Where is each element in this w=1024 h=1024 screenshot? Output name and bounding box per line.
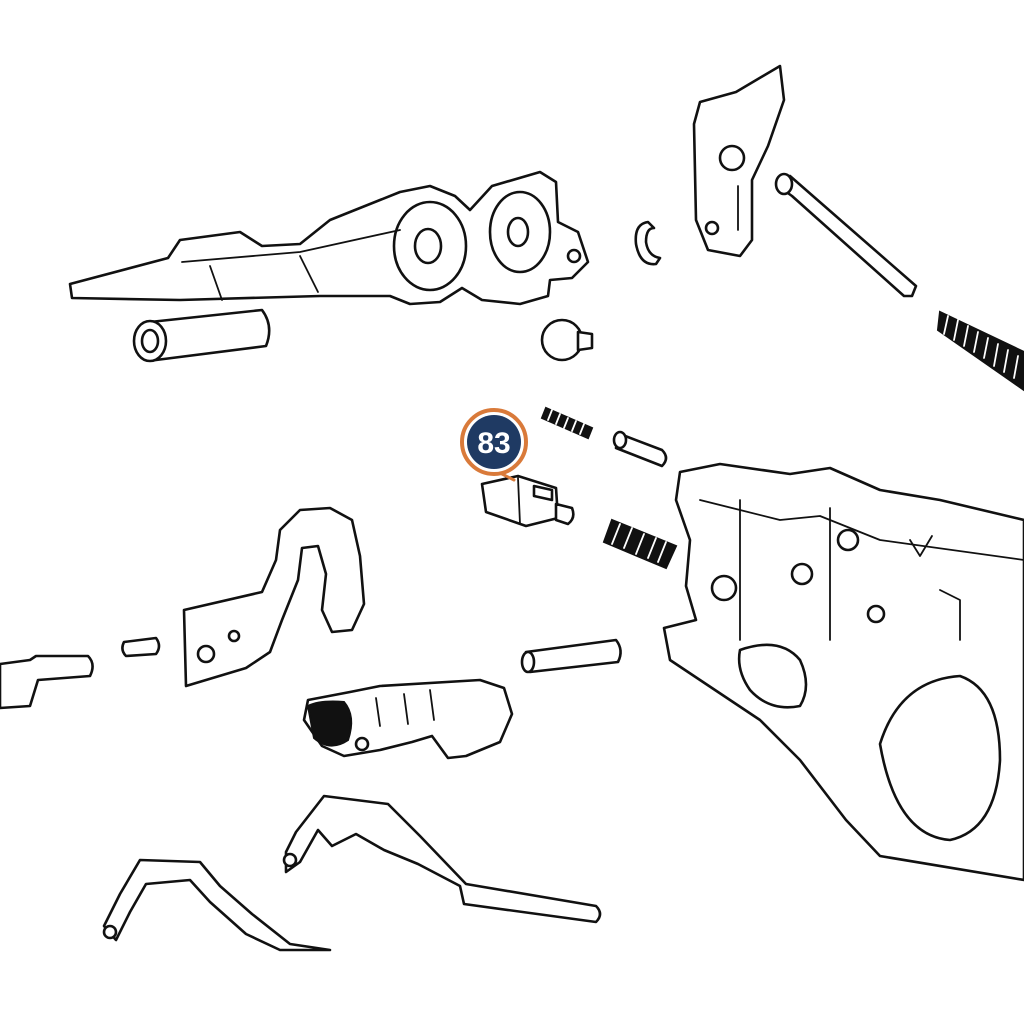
small-pin-center: [612, 430, 668, 468]
coil-spring-large: [936, 310, 1024, 392]
linkage-bar-low: [102, 858, 332, 952]
callout-number: 83: [477, 427, 510, 460]
safety-lever: [302, 678, 514, 760]
pin-left-large: [0, 654, 94, 710]
linkage-bar-mid: [282, 794, 602, 924]
callout-badge: [467, 415, 521, 469]
trigger-part: [182, 506, 366, 688]
part-83-block: [480, 474, 575, 528]
sear-lever-part: [68, 170, 590, 306]
coil-spring-small: [602, 518, 678, 570]
callout-83: 83: [460, 408, 528, 482]
receiver-frame: [662, 462, 1024, 882]
hammer-pivot-tube: [132, 308, 271, 363]
pivot-pin-head: [540, 318, 594, 362]
pin-center-lower: [520, 638, 622, 674]
small-spring: [540, 406, 594, 440]
trigger-bar-upper: [692, 64, 786, 258]
pin-left-small: [121, 636, 161, 658]
long-pin-upper: [774, 172, 918, 298]
retaining-clip: [634, 220, 662, 266]
